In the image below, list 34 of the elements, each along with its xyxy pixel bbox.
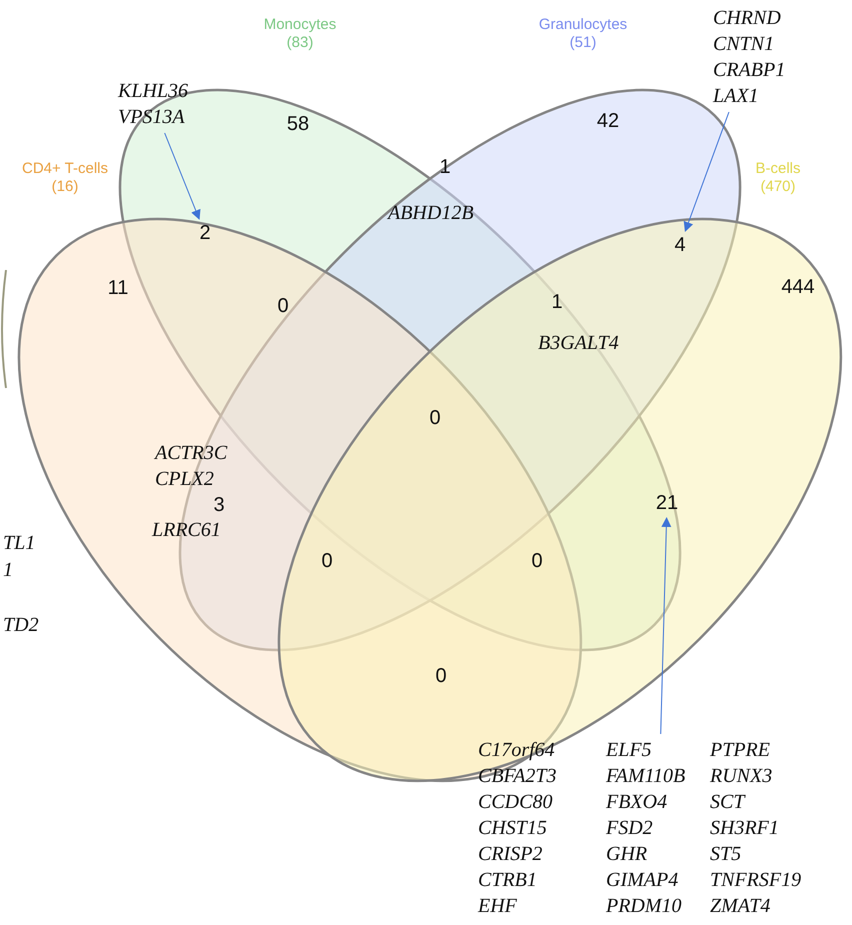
region-count: 4 <box>674 234 686 257</box>
gene-list: C17orf64 CBFA2T3 CCDC80 CHST15 CRISP2 CTRB1 EHF <box>478 737 557 919</box>
region-count: 1 <box>551 291 563 314</box>
gene-list: KLHL36 VPS13A <box>118 78 188 130</box>
region-count: 3 <box>213 494 225 517</box>
leader-arrow <box>164 132 200 220</box>
region-count: 58 <box>286 113 310 136</box>
region-count: 0 <box>429 407 441 430</box>
region-count: 0 <box>277 295 289 318</box>
gene-label: ABHD12B <box>388 201 474 226</box>
gene-label: LRRC61 <box>152 518 221 543</box>
gene-label: 1 <box>3 558 13 583</box>
region-count: 0 <box>435 665 447 688</box>
leader-arrow <box>660 517 672 734</box>
region-count: 444 <box>781 276 815 299</box>
region-count: 0 <box>321 550 333 573</box>
set-label: B-cells (470) <box>754 160 802 196</box>
gene-list: PTPRE RUNX3 SCT SH3RF1 ST5 TNFRSF19 ZMAT4 <box>710 737 802 919</box>
set-label: CD4+ T-cells (16) <box>20 160 109 196</box>
gene-label: B3GALT4 <box>538 331 619 356</box>
gene-label: TD2 <box>3 613 39 638</box>
region-count: 42 <box>596 110 620 133</box>
region-count: 2 <box>199 222 211 245</box>
gene-label: ACTR3C CPLX2 <box>155 441 228 492</box>
region-count: 21 <box>656 492 678 515</box>
set-label: Monocytes (83) <box>262 16 338 52</box>
region-count: 1 <box>439 156 451 179</box>
gene-list: ELF5 FAM110B FBXO4 FSD2 GHR GIMAP4 PRDM10 <box>606 737 686 919</box>
region-count: 0 <box>531 550 543 573</box>
gene-list: CHRND CNTN1 CRABP1 LAX1 <box>713 5 786 109</box>
leader-arrow <box>684 112 730 232</box>
region-count: 11 <box>108 277 128 300</box>
set-label: Granulocytes (51) <box>538 16 628 52</box>
gene-label: TL1 <box>3 531 36 556</box>
